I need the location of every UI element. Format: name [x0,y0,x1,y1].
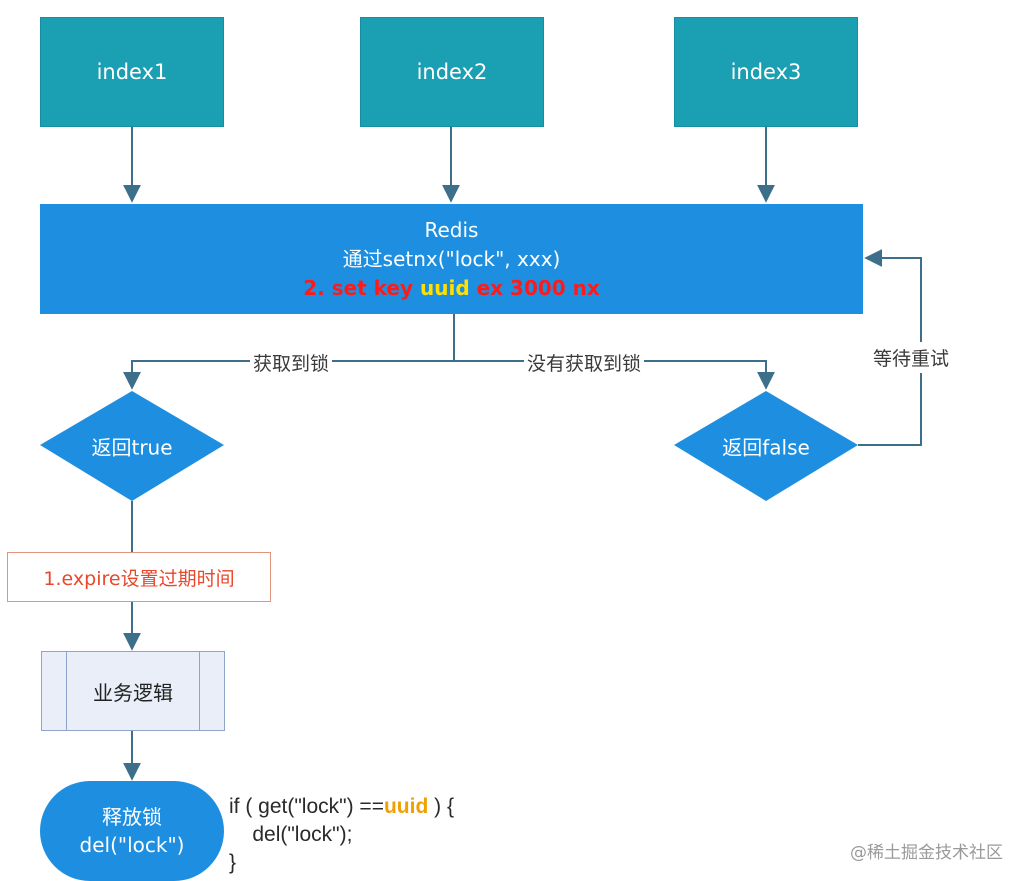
code-line3: } [229,851,237,874]
release-line1: 释放锁 [102,805,162,829]
business-left-bar [66,652,67,730]
step2-uuid: uuid [419,275,470,300]
code-line1-suffix: ) { [428,795,454,818]
label-not-acquired: 没有获取到锁 [524,349,645,376]
label-acquired: 获取到锁 [250,349,333,376]
index3-label: index3 [730,60,802,84]
redis-step2: 2. set key uuid ex 3000 nx [303,274,600,303]
redis-title: Redis [424,217,479,242]
return-false-label: 返回false [722,435,810,460]
index2-box: index2 [360,17,544,127]
business-logic-box: 业务逻辑 [41,651,225,731]
return-true-label: 返回true [91,435,173,460]
index3-box: index3 [674,17,858,127]
code-line1-uuid: uuid [383,795,429,818]
step2-prefix: 2. set key [303,275,420,300]
release-line2: del("lock") [79,833,185,857]
redis-command: 通过setnx("lock", xxx) [342,246,561,271]
code-line1-prefix: if ( get("lock") == [229,795,384,818]
index1-box: index1 [40,17,224,127]
decision-return-true [40,391,224,501]
decision-return-false [674,391,858,501]
index2-label: index2 [416,60,488,84]
arrow-acquired [123,360,454,390]
code-snippet: if ( get("lock") ==uuid ) { del("lock");… [229,793,454,877]
watermark: @稀土掘金技术社区 [850,843,1003,863]
expire-box: 1.expire设置过期时间 [7,552,271,602]
business-logic-label: 业务逻辑 [93,680,173,705]
business-right-bar [199,652,200,730]
code-line2: del("lock"); [229,823,353,846]
expire-label: 1.expire设置过期时间 [43,567,235,590]
release-lock-node: 释放锁 del("lock") [40,781,224,881]
label-wait-retry: 等待重试 [873,342,950,373]
step2-suffix: ex 3000 nx [469,275,600,300]
index1-label: index1 [96,60,168,84]
redis-box: Redis 通过setnx("lock", xxx) 2. set key uu… [40,204,863,314]
